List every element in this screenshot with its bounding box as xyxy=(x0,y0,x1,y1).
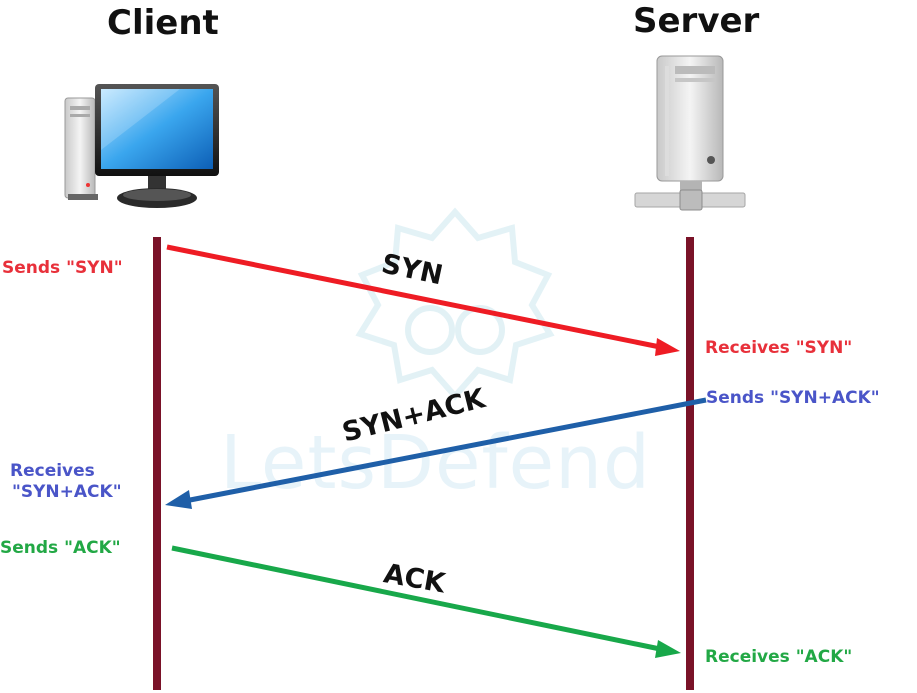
client-receives-synack-line1: Receives xyxy=(10,461,95,481)
server-sends-synack-label: Sends "SYN+ACK" xyxy=(706,388,880,408)
desktop-computer-icon xyxy=(64,84,219,208)
syn-arrow xyxy=(166,244,680,356)
client-receives-synack-line2: "SYN+ACK" xyxy=(12,482,122,503)
client-title: Client xyxy=(107,3,219,43)
client-sends-ack-label: Sends "ACK" xyxy=(0,538,121,558)
client-sends-syn-label: Sends "SYN" xyxy=(2,258,123,278)
synack-arrow xyxy=(165,397,707,509)
server-title: Server xyxy=(633,1,760,41)
ack-arrow xyxy=(171,545,681,658)
server-tower-icon xyxy=(634,55,746,211)
server-receives-syn-label: Receives "SYN" xyxy=(705,338,853,358)
client-receives-synack-label: Receives "SYN+ACK" xyxy=(10,461,122,504)
server-receives-ack-label: Receives "ACK" xyxy=(705,647,853,667)
